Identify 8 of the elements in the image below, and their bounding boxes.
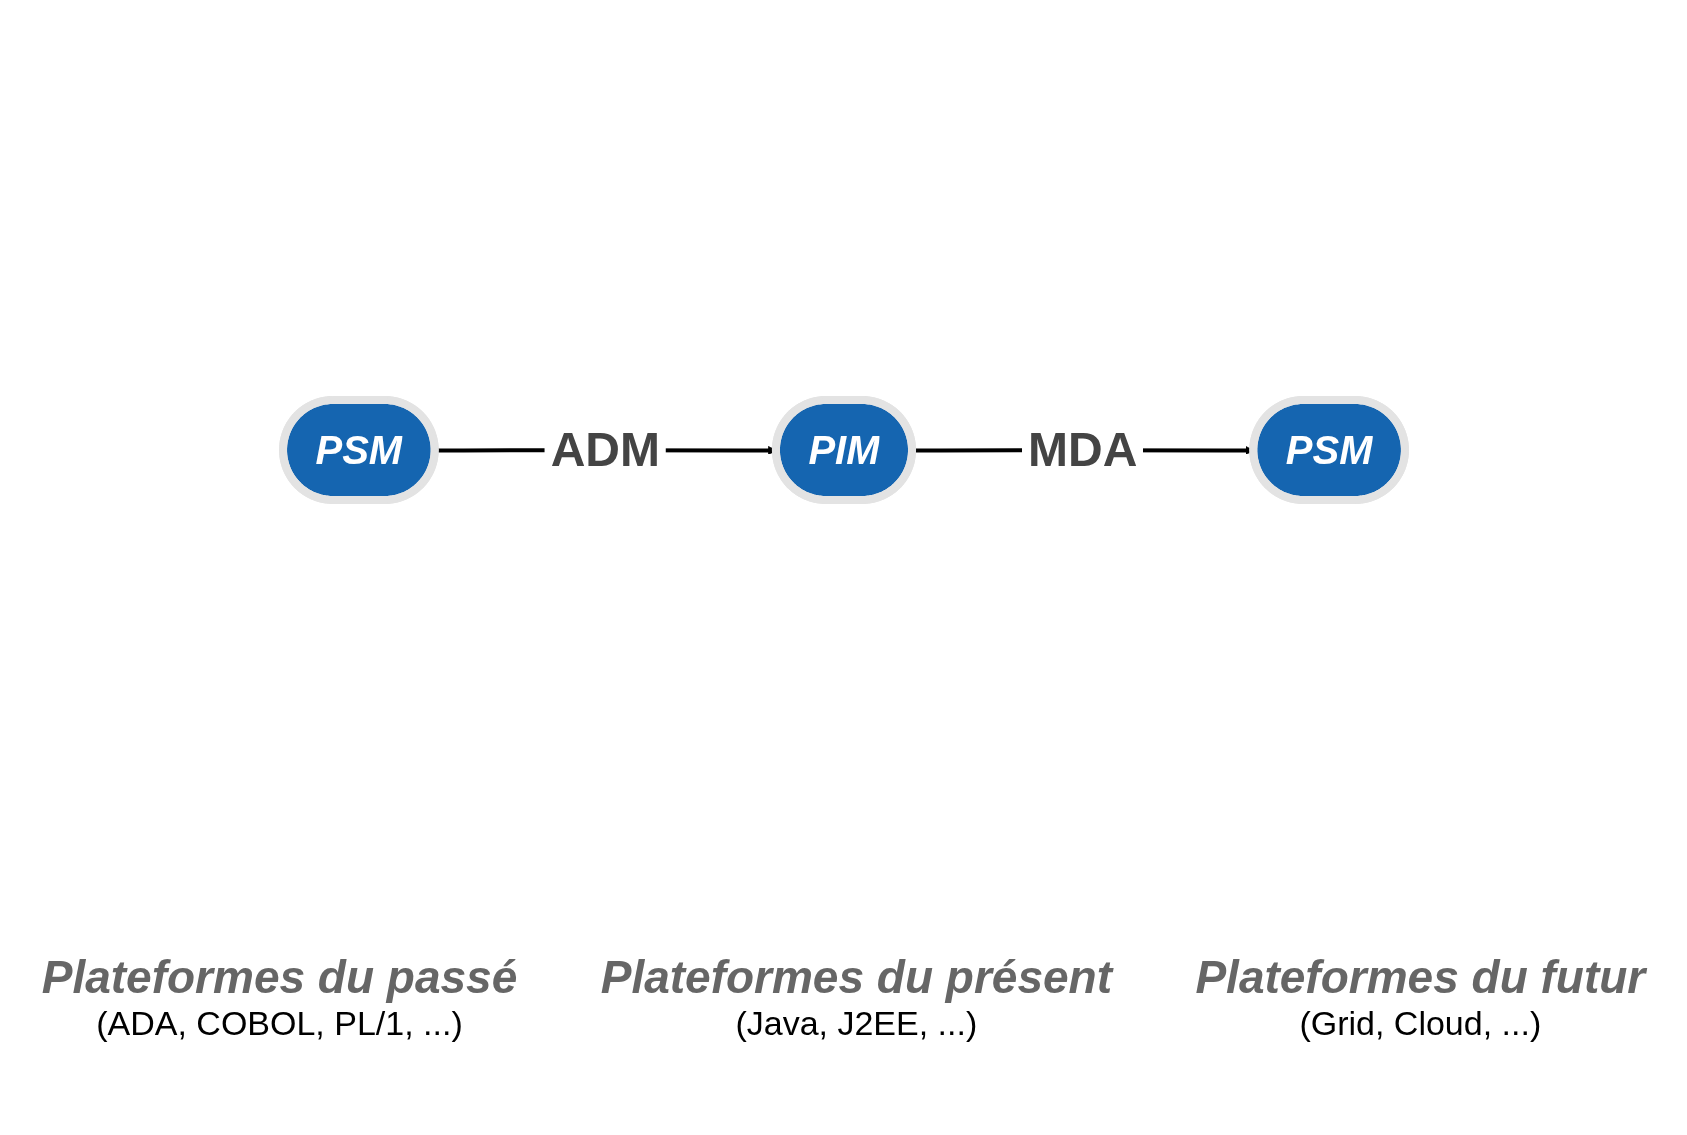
platform-heading: Plateformes du passé bbox=[41, 950, 518, 1004]
platform-heading: Plateformes du futur bbox=[1195, 950, 1646, 1004]
platform-examples: (Java, J2EE, ...) bbox=[735, 1004, 978, 1043]
platform-heading: Plateformes du présent bbox=[600, 950, 1112, 1004]
platform-examples: (ADA, COBOL, PL/1, ...) bbox=[96, 1004, 463, 1043]
edge-label: MDA bbox=[1027, 422, 1137, 476]
platform-examples: (Grid, Cloud, ...) bbox=[1299, 1004, 1542, 1043]
edge-label: ADM bbox=[550, 422, 660, 476]
